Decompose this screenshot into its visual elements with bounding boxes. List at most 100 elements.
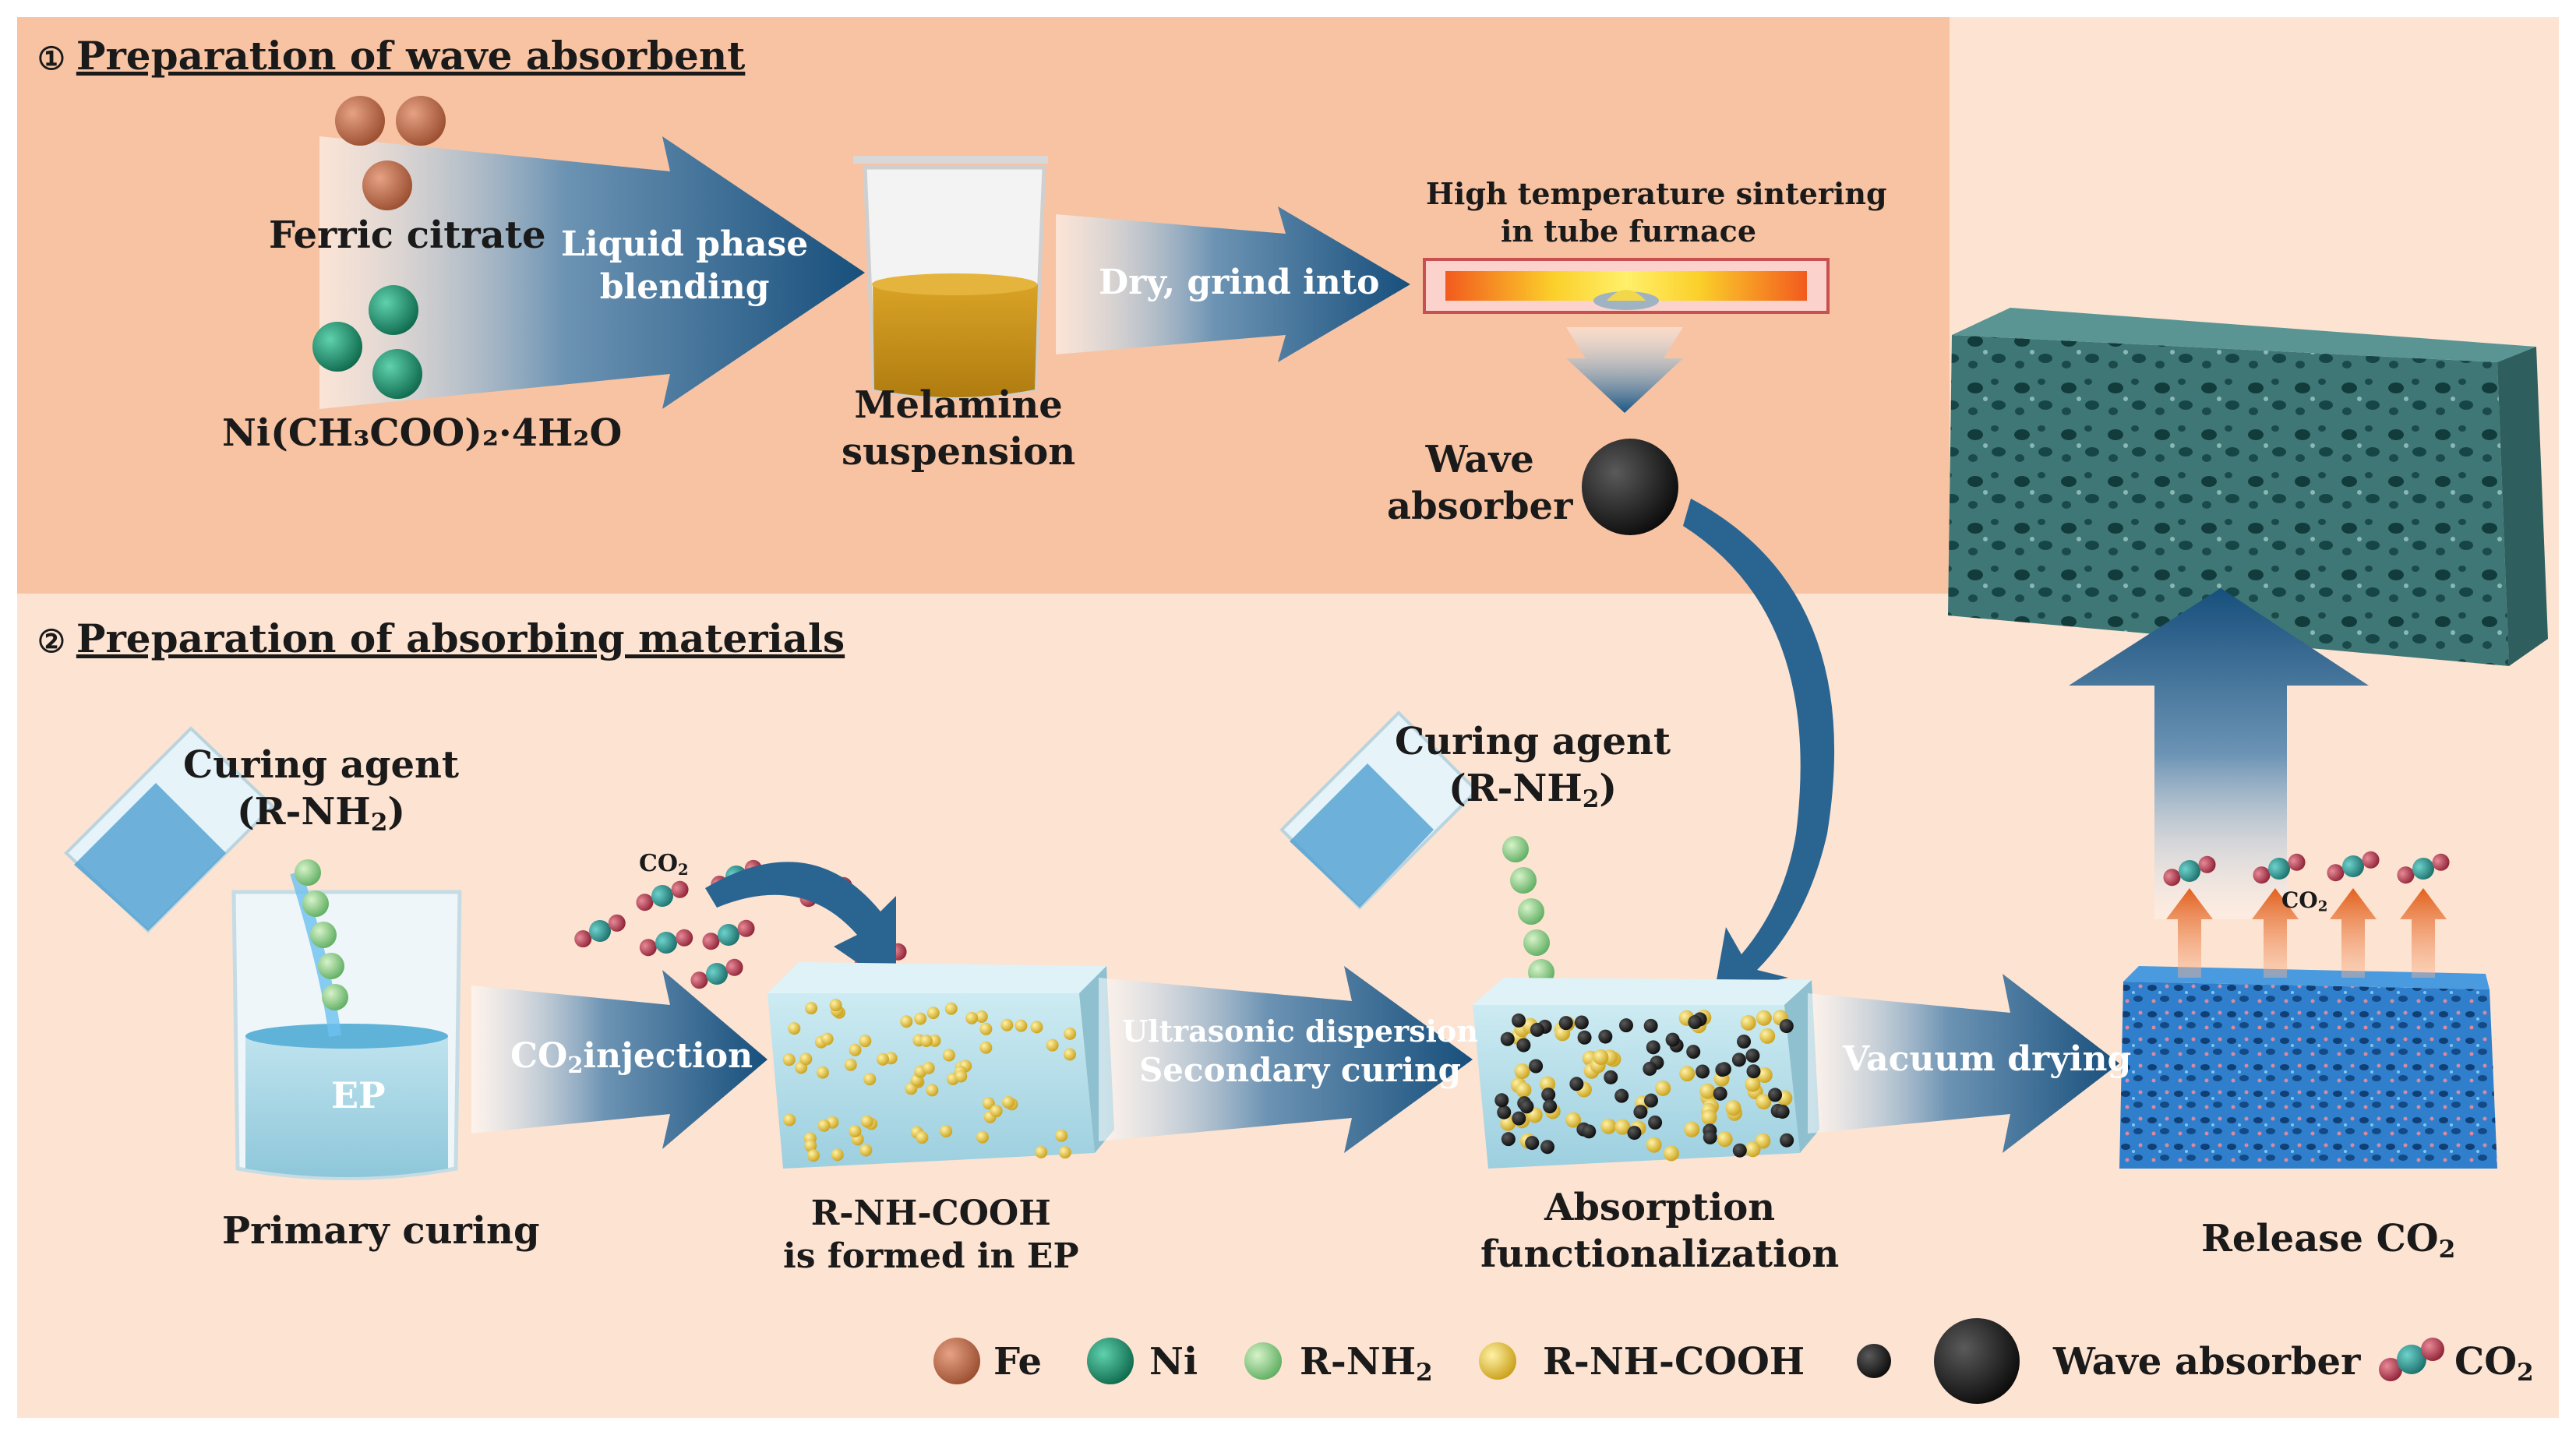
co2-oxygen-atom xyxy=(2253,866,2271,884)
melamine-suspension-label: Melamine suspension xyxy=(842,383,1076,474)
co2-carbon-atom xyxy=(706,963,728,985)
absorber-particle xyxy=(1558,1016,1573,1031)
co2-carbon-atom xyxy=(2179,860,2200,882)
absorber-particle xyxy=(1703,1130,1717,1144)
co2-oxygen-atom xyxy=(725,958,743,976)
rnhcooh-particle xyxy=(1701,1109,1717,1126)
co2-oxygen-atom xyxy=(2163,869,2181,887)
legend-rnhcooh-label: R-NH-COOH xyxy=(1543,1340,1805,1384)
absorber-particle xyxy=(1582,1124,1597,1139)
rnhcooh-formed-label: R-NH-COOH is formed in EP xyxy=(783,1193,1079,1276)
rnh2-stream-1 xyxy=(295,859,348,1010)
absorber-particle xyxy=(1745,1049,1760,1063)
absorber-particle xyxy=(1540,1140,1554,1155)
rnhcooh-particle xyxy=(1593,1049,1609,1066)
rnhcooh-particle xyxy=(799,1052,813,1066)
rnhcooh-particle xyxy=(1717,1131,1733,1148)
curing-agent-label-1: Curing agent (R-NH2) xyxy=(183,743,460,837)
rnhcooh-particle xyxy=(1064,1027,1077,1040)
absorber-particle xyxy=(1618,1018,1633,1033)
co2-molecule xyxy=(2163,855,2216,887)
co2-oxygen-atom xyxy=(690,971,708,989)
rnhcooh-particle xyxy=(926,1007,940,1020)
rnhcooh-particle xyxy=(1002,1095,1015,1109)
co2-oxygen-atom xyxy=(2198,855,2216,873)
co2-oxygen-atom xyxy=(2327,864,2345,882)
legend-absorber-large-icon xyxy=(1934,1318,2020,1404)
legend-absorber-label: Wave absorber xyxy=(2053,1340,2361,1384)
co2-carbon-atom xyxy=(718,924,739,946)
legend-fe-label: Fe xyxy=(993,1340,1042,1384)
rnhcooh-particle xyxy=(859,1035,872,1048)
rnhcooh-particle xyxy=(979,1022,993,1035)
rnhcooh-particle xyxy=(849,1124,862,1137)
absorber-particle xyxy=(1574,1015,1589,1030)
absorber-particle xyxy=(1541,1088,1556,1102)
rnhcooh-particle xyxy=(990,1105,1003,1118)
absorber-particle xyxy=(1665,1032,1680,1047)
absorber-particle xyxy=(1779,1019,1794,1034)
rnhcooh-particle xyxy=(1035,1145,1048,1158)
rnhcooh-particle xyxy=(914,1012,927,1025)
absorber-particle xyxy=(1569,1077,1584,1091)
co2-oxygen-atom xyxy=(2397,866,2415,884)
primary-curing-label: Primary curing xyxy=(222,1209,540,1253)
absorber-particle xyxy=(1696,1064,1710,1079)
legend-fe-icon xyxy=(933,1338,980,1384)
absorber-particle xyxy=(1737,1034,1752,1049)
dry-grind-label: Dry, grind into xyxy=(1099,263,1380,302)
rnhcooh-particle xyxy=(919,1035,933,1048)
legend-absorber-small-icon xyxy=(1857,1344,1891,1378)
rnhcooh-particle xyxy=(1030,1021,1043,1034)
section-2-number: ② xyxy=(37,623,65,660)
arrow-liquid-phase-blending xyxy=(319,136,865,409)
absorber-particle xyxy=(1525,1136,1540,1151)
rnhcooh-particle xyxy=(831,1148,844,1162)
pouring-beaker-icon-2 xyxy=(1279,710,1479,910)
rnhcooh-particle xyxy=(782,1053,796,1067)
wave-absorber-label: Wave absorber xyxy=(1387,438,1573,528)
rnhcooh-particle xyxy=(806,1149,820,1162)
rnhcooh-particle xyxy=(829,999,842,1012)
co2-oxygen-atom xyxy=(608,914,626,932)
section-1-number: ① xyxy=(37,41,65,77)
co2-molecule xyxy=(2253,853,2306,884)
rnhcooh-particle xyxy=(1745,1141,1761,1158)
curing-agent-label-2: Curing agent (R-NH2) xyxy=(1395,720,1671,813)
rnhcooh-particle xyxy=(976,1130,989,1144)
rnhcooh-particle xyxy=(1614,1119,1631,1135)
absorber-particle xyxy=(1497,1105,1512,1119)
rnhcooh-particle xyxy=(849,1043,862,1056)
co2-oxygen-atom xyxy=(2362,851,2380,869)
absorber-particle xyxy=(1775,1104,1790,1119)
legend-ni-icon xyxy=(1087,1338,1134,1384)
rnhcooh-particle xyxy=(1756,1067,1773,1083)
co2-molecule xyxy=(636,880,689,911)
rnhcooh-particle xyxy=(942,1049,955,1062)
absorber-particle xyxy=(1731,1052,1746,1067)
rnhcooh-particle xyxy=(922,1061,935,1074)
co2-scatter-label: CO2 xyxy=(639,850,689,879)
absorber-particle xyxy=(1494,1093,1509,1108)
mixed-particles-block-2 xyxy=(1494,1010,1794,1162)
rnhcooh-particle xyxy=(1600,1118,1617,1134)
liquid-phase-label: Liquid phase blending xyxy=(561,224,809,307)
rnhcooh-particle xyxy=(863,1073,877,1086)
rnhcooh-particle xyxy=(1745,1076,1761,1092)
rnhcooh-particle xyxy=(1684,1121,1700,1137)
ultrasonic-label: Ultrasonic dispersion Secondary curing xyxy=(1122,1014,1478,1089)
rnhcooh-particle xyxy=(1516,1082,1532,1098)
co2-oxygen-atom xyxy=(676,929,693,947)
co2-injection-label: CO2injection xyxy=(510,1036,753,1079)
co2-carbon-atom xyxy=(2342,855,2364,877)
rnhcooh-particle xyxy=(859,1144,873,1157)
co2-carbon-atom xyxy=(2412,858,2434,880)
nickel-acetate-label: Ni(CH₃COO)₂·4H₂O xyxy=(222,411,623,455)
tube-furnace-icon xyxy=(1423,258,1830,314)
arrow-vacuum-drying xyxy=(1808,974,2119,1153)
rnhcooh-particle xyxy=(1046,1038,1059,1052)
rnhcooh-particle xyxy=(982,1097,995,1110)
absorber-particle xyxy=(1614,1088,1629,1103)
